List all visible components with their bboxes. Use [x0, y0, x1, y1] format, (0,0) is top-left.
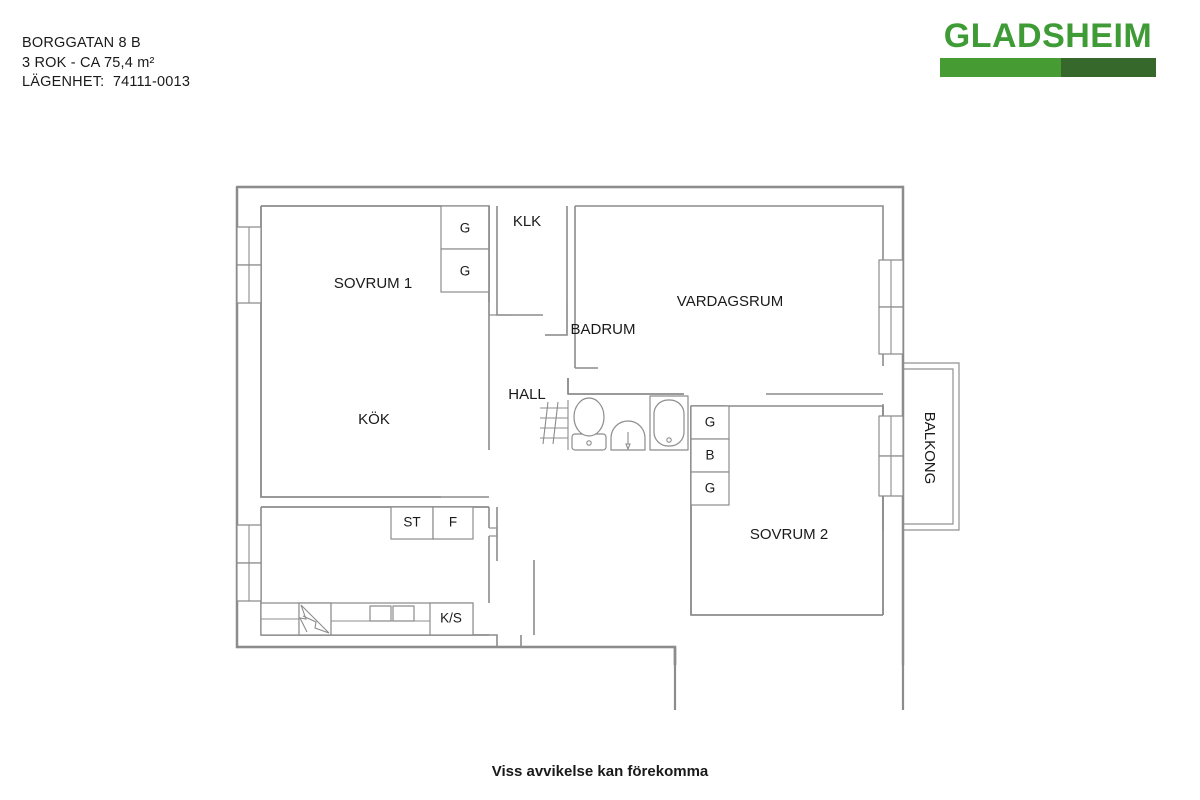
floor-plan: BALKONG SOVRUM 1 G G KLK VARDAGSRUM KÖK … [0, 150, 1200, 710]
room-hall: HALL [489, 386, 546, 647]
brand-logo: GLADSHEIM [940, 17, 1157, 77]
closet-kok-ks [429, 602, 474, 636]
door-klk-left [488, 302, 512, 316]
sovrum1-label: SOVRUM 1 [334, 275, 412, 292]
sovrum1-walls [260, 205, 441, 498]
room-badrum: BADRUM [520, 321, 689, 647]
window-group-sovrum2 [878, 415, 904, 497]
closet-sovrum1-g-bottom-label: G [460, 264, 471, 279]
radiator-icon [540, 400, 569, 450]
hall-wall-left-lower [489, 634, 498, 647]
closet-sovrum2-g-top [690, 405, 730, 440]
disclaimer-note: Viss avvikelse kan förekomma [491, 763, 709, 780]
brand-bar-left [940, 58, 1061, 77]
closet-sovrum2-b [690, 438, 730, 473]
property-address: BORGGATAN 8 B [22, 35, 141, 51]
hall-label: HALL [508, 386, 546, 403]
kok-label: KÖK [358, 410, 390, 428]
closet-sovrum2-g-bottom [690, 471, 730, 506]
closet-sovrum1-g-top [440, 205, 490, 250]
closet-kok-f [432, 506, 474, 540]
sovrum2-enclosure [690, 405, 884, 616]
property-summary: 3 ROK - CA 75,4 m² [22, 54, 155, 71]
closet-sovrum1-g-top-label: G [460, 221, 471, 236]
closet-kok-f-label: F [449, 515, 457, 530]
door-openings [488, 302, 568, 537]
closet-kok-ks-label: K/S [440, 611, 462, 626]
klk-label: KLK [513, 213, 541, 230]
room-klk: KLK [488, 206, 568, 336]
window-group-left-lower [236, 524, 262, 602]
brand-bar-right [1060, 58, 1157, 77]
closet-kok-st-label: ST [403, 515, 420, 530]
balcony-label: BALKONG [921, 412, 938, 485]
stove-lightning-icon [299, 604, 330, 634]
window-group-left-upper [236, 226, 262, 304]
sovrum2-closets: G B G [690, 405, 730, 506]
brand-bar [940, 58, 1157, 77]
title-block: BORGGATAN 8 B 3 ROK - CA 75,4 m² LÄGENHE… [22, 34, 190, 93]
balcony: BALKONG [903, 362, 960, 531]
kok-closets: ST F [390, 506, 474, 540]
closet-kok-st [390, 506, 434, 540]
badrum-label: BADRUM [570, 321, 635, 338]
vardagsrum-label: VARDAGSRUM [677, 293, 783, 310]
bathtub-icon [649, 395, 689, 451]
toilet-icon [571, 397, 607, 451]
closet-sovrum2-g-bottom-label: G [705, 481, 716, 496]
washbasin-icon [610, 420, 646, 451]
brand-wordmark: GLADSHEIM [943, 17, 1153, 55]
closet-sovrum2-g-top-label: G [705, 415, 716, 430]
kitchen-sink-basin-right [392, 605, 415, 622]
sovrum1-closets: G G [440, 205, 490, 293]
door-klk-right [545, 302, 568, 336]
door-hall-kok [489, 527, 498, 537]
window-group-vardagsrum-balcony [878, 259, 904, 355]
balcony-rail-inner [903, 368, 954, 525]
kitchen-sink-basin-left [369, 605, 392, 622]
balcony-rail-outer [903, 362, 960, 531]
apartment-outer-wall [237, 185, 905, 665]
vardagsrum-lower-wall [567, 378, 883, 395]
apartment-outline [235, 185, 905, 665]
closet-sovrum2-b-label: B [705, 448, 714, 463]
apartment-number: LÄGENHET: 74111-0013 [22, 74, 191, 90]
kok-ks-box: K/S [429, 602, 474, 636]
sovrum2-label: SOVRUM 2 [750, 526, 828, 543]
badrum-walls [520, 378, 684, 647]
